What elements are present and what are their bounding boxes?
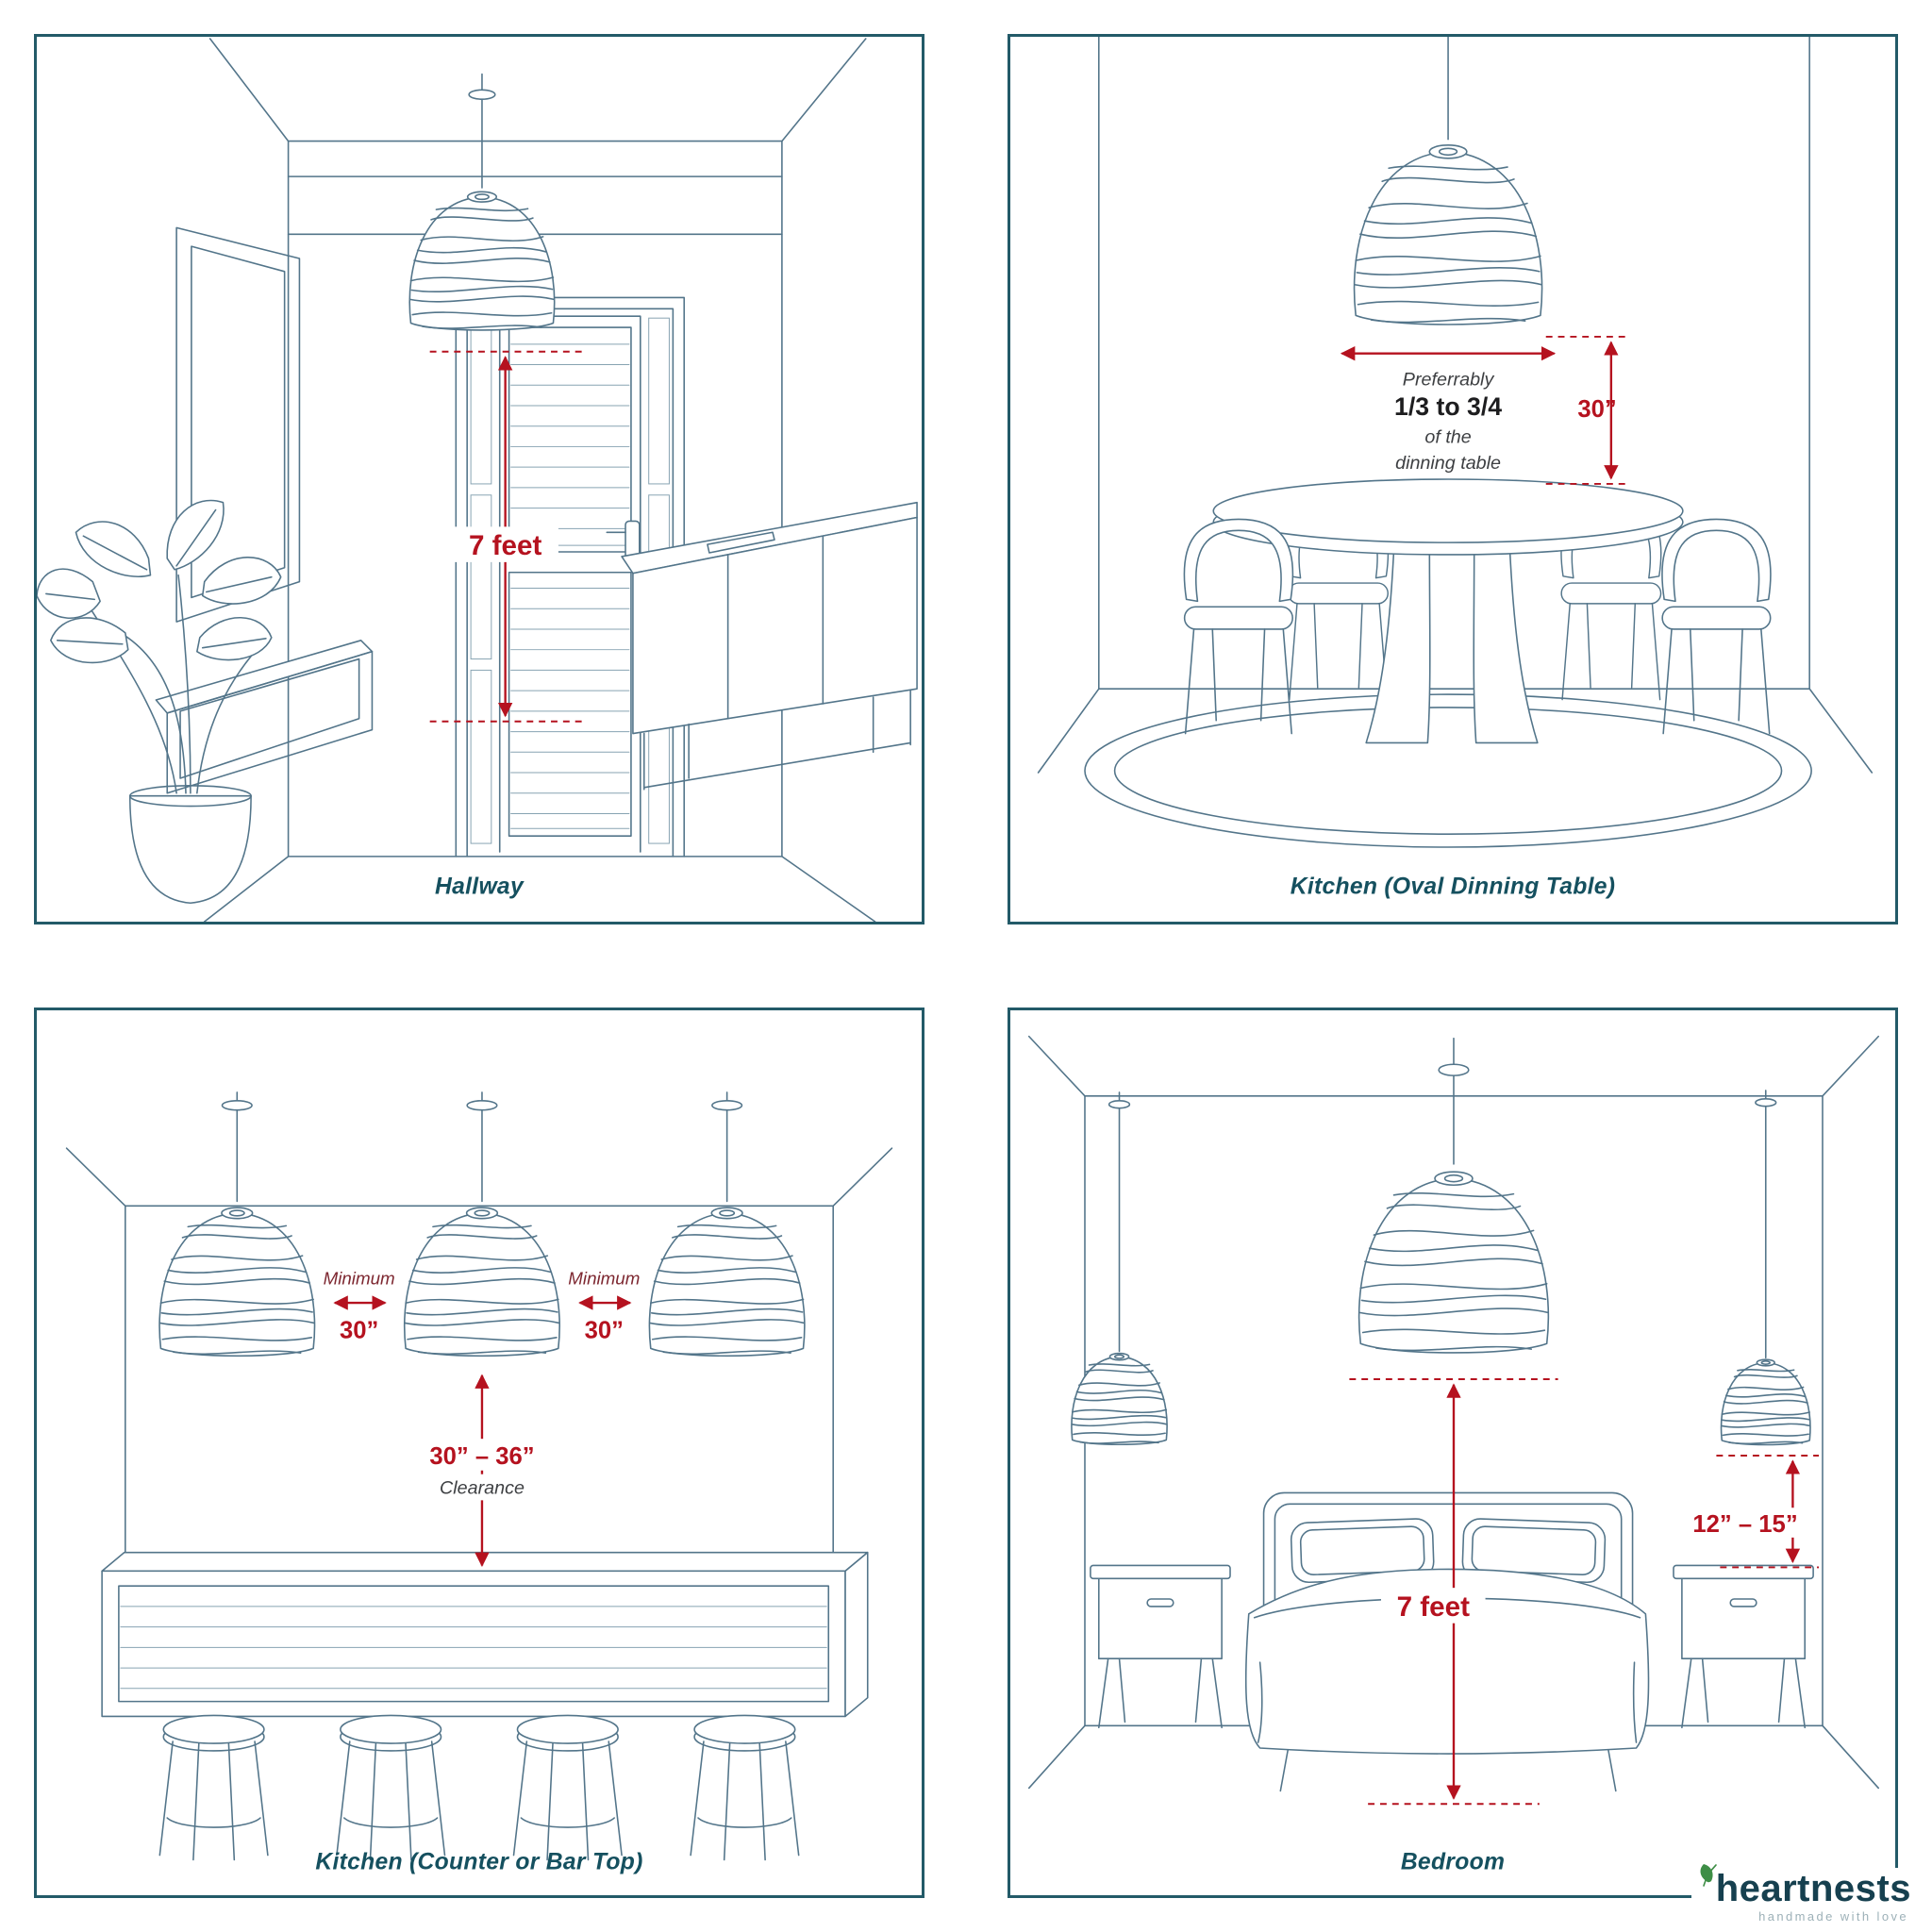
potted-plant <box>37 499 282 905</box>
kitchen-counter-diagram: Minimum 30” Minimum 30” 30” – 36” C <box>65 1091 893 1874</box>
hallway-window <box>175 226 301 623</box>
bar-stool <box>512 1714 623 1861</box>
brand-name: heartnests <box>1715 1868 1911 1909</box>
lamp-drop-dimension: 30” <box>1545 335 1627 485</box>
brand-tagline: handmade with love <box>1758 1909 1908 1924</box>
panel-kitchen-counter: Minimum 30” Minimum 30” 30” – 36” C <box>34 1008 924 1898</box>
hallway-diagram: 7 feet Hallway <box>37 38 918 922</box>
lamp-spacing-dimension: Minimum 30” <box>568 1268 640 1343</box>
spacing-value: 30” <box>340 1318 378 1344</box>
bar-stool <box>336 1714 446 1861</box>
nightstand <box>1090 1564 1231 1729</box>
dining-table <box>1212 478 1684 744</box>
dining-chair <box>1661 518 1772 735</box>
pendant-lamp <box>1353 37 1543 325</box>
clearance-dimension: 30” – 36” Clearance <box>404 1374 560 1568</box>
panel-bedroom: 7 feet 12” – 15” Bedroom <box>1008 1008 1898 1898</box>
round-rug <box>1084 693 1812 848</box>
kitchen-room <box>1037 37 1874 774</box>
pendant-lamp <box>408 73 556 331</box>
panel-caption: Kitchen (Oval Dinning Table) <box>1291 874 1616 899</box>
width-note-line2: 1/3 to 3/4 <box>1394 392 1502 421</box>
panel-caption: Bedroom <box>1401 1849 1505 1874</box>
width-note-line1: Preferrably <box>1403 369 1495 390</box>
brand-logo: heartnests handmade with love <box>1690 1864 1917 1924</box>
lamp-spacing-dimension: Minimum 30” <box>324 1268 395 1343</box>
bedroom-diagram: 7 feet 12” – 15” Bedroom <box>1027 1035 1880 1874</box>
bar-stool <box>690 1714 800 1861</box>
hallway-bench <box>155 640 374 794</box>
spacing-value: 30” <box>585 1318 624 1344</box>
nightstand <box>1673 1564 1814 1729</box>
panel-caption: Kitchen (Counter or Bar Top) <box>315 1849 642 1874</box>
bedroom-height-dimension: 7 feet <box>1349 1378 1558 1806</box>
pendant-lamp <box>1721 1090 1811 1445</box>
pendant-lamp <box>648 1091 806 1357</box>
lamp-width-dimension: Preferrably 1/3 to 3/4 of the dinning ta… <box>1340 346 1557 474</box>
kitchen-oval-diagram: Preferrably 1/3 to 3/4 of the dinning ta… <box>1037 37 1874 899</box>
clearance-value: 30” – 36” <box>429 1443 534 1470</box>
dining-chair <box>1183 518 1294 735</box>
spacing-label: Minimum <box>324 1268 395 1288</box>
hallway-room <box>203 38 876 922</box>
bed <box>1244 1491 1650 1792</box>
hallway-dimension: 7 feet <box>429 350 583 723</box>
pendant-lamp <box>1357 1037 1550 1354</box>
bedside-drop-label: 12” – 15” <box>1692 1511 1797 1538</box>
hallway-console-table <box>621 501 918 791</box>
hallway-height-label: 7 feet <box>469 530 541 561</box>
pendant-lamp <box>403 1091 560 1357</box>
spacing-label: Minimum <box>568 1268 640 1288</box>
width-note-line4: dinning table <box>1395 453 1501 474</box>
pendant-lamp <box>158 1091 316 1357</box>
pendant-lamp <box>1071 1091 1168 1445</box>
panel-kitchen-oval: Preferrably 1/3 to 3/4 of the dinning ta… <box>1008 34 1898 924</box>
panel-hallway: 7 feet Hallway <box>34 34 924 924</box>
panel-caption: Hallway <box>435 874 525 899</box>
width-note-line3: of the <box>1424 426 1471 447</box>
drop-value-label: 30” <box>1577 396 1616 423</box>
bedside-drop-dimension: 12” – 15” <box>1682 1454 1820 1569</box>
bar-counter <box>101 1551 869 1718</box>
leaf-icon <box>1700 1864 1717 1887</box>
bar-stool <box>158 1714 269 1861</box>
bedroom-height-label: 7 feet <box>1397 1591 1470 1623</box>
clearance-label: Clearance <box>440 1477 525 1498</box>
kitchen-room <box>65 1147 893 1561</box>
